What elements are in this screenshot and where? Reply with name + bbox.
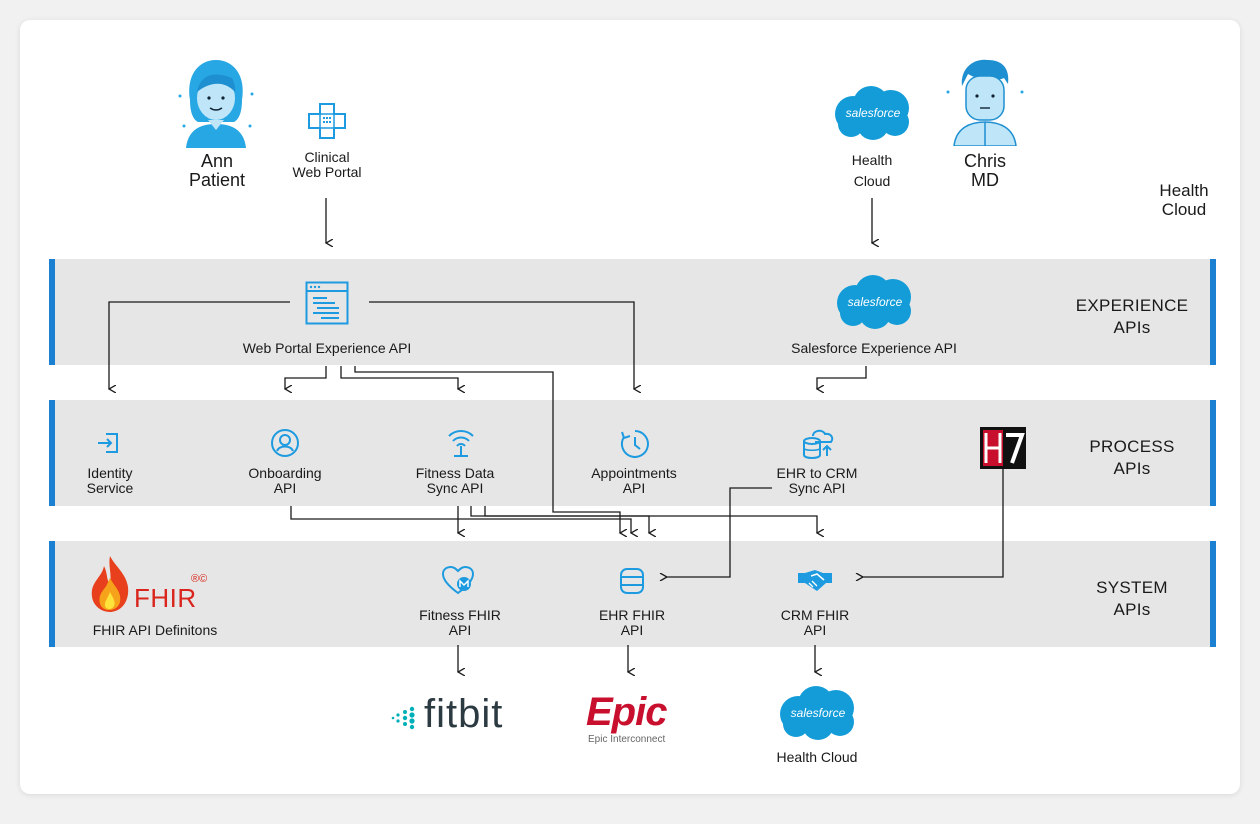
ehr-fhir-api-label: EHR FHIR API [598, 607, 666, 638]
fitbit-dots-logo-icon [391, 706, 417, 732]
identity-login-icon [96, 431, 120, 455]
health-cloud-target-label: Health Cloud [776, 749, 858, 765]
salesforce-health-cloud-logo-icon: salesforce [776, 684, 860, 742]
system-band-label: SYSTEM APIs [1096, 578, 1168, 619]
appointments-api-label: Appointments API [591, 465, 677, 496]
web-portal-browser-icon [305, 281, 349, 325]
fitness-fhir-api-label: Fitness FHIR API [419, 607, 501, 638]
ann-patient-avatar-icon [176, 56, 256, 148]
epic-interconnect-subtitle: Epic Interconnect [588, 734, 666, 745]
salesforce-cloud-icon: salesforce [831, 84, 915, 142]
ehr-to-crm-sync-api-label: EHR to CRM Sync API [776, 465, 858, 496]
web-portal-experience-api-label: Web Portal Experience API [242, 340, 412, 356]
ehr-crm-sync-db-cloud-icon [801, 426, 835, 460]
clinical-portal-icon [307, 102, 347, 140]
salesforce-experience-cloud-icon: salesforce [833, 273, 917, 331]
fhir-trademark-marks: ®© [191, 573, 208, 585]
process-band-label: PROCESS APIs [1089, 437, 1175, 478]
experience-band [49, 259, 1216, 365]
fhir-flame-logo-icon [86, 554, 134, 614]
identity-service-label: Identity Service [86, 465, 134, 496]
crm-fhir-api-label: CRM FHIR API [780, 607, 850, 638]
chris-md-label: Chris MD [963, 151, 1007, 190]
fhir-api-definitions-label: FHIR API Definitons [92, 622, 218, 638]
onboarding-api-label: Onboarding API [248, 465, 322, 496]
fitbit-wordmark: fitbit [424, 692, 504, 736]
salesforce-experience-api-label: Salesforce Experience API [791, 340, 957, 356]
svg-text:salesforce: salesforce [848, 295, 903, 309]
fhir-logo-text: FHIR [134, 583, 197, 613]
fitness-fhir-heart-icon [441, 565, 475, 595]
hl7-logo-icon [980, 427, 1026, 469]
health-cloud-source-label: Health Cloud [851, 152, 893, 189]
chris-md-avatar-icon [944, 56, 1026, 147]
epic-wordmark: Epic [586, 690, 667, 734]
svg-text:salesforce: salesforce [791, 706, 846, 720]
experience-band-label: EXPERIENCE APIs [1075, 296, 1189, 337]
onboarding-user-icon [270, 428, 300, 458]
fitness-data-sync-api-label: Fitness Data Sync API [415, 465, 495, 496]
ehr-fhir-database-icon [619, 567, 645, 595]
svg-text:salesforce: salesforce [846, 106, 901, 120]
fitness-sync-signal-icon [446, 426, 476, 458]
appointments-clock-icon [619, 428, 651, 460]
health-cloud-corner-label: Health Cloud [1159, 181, 1209, 219]
clinical-portal-label: Clinical Web Portal [292, 149, 362, 180]
ann-patient-label: Ann Patient [188, 151, 246, 190]
crm-fhir-handshake-icon [797, 567, 833, 593]
